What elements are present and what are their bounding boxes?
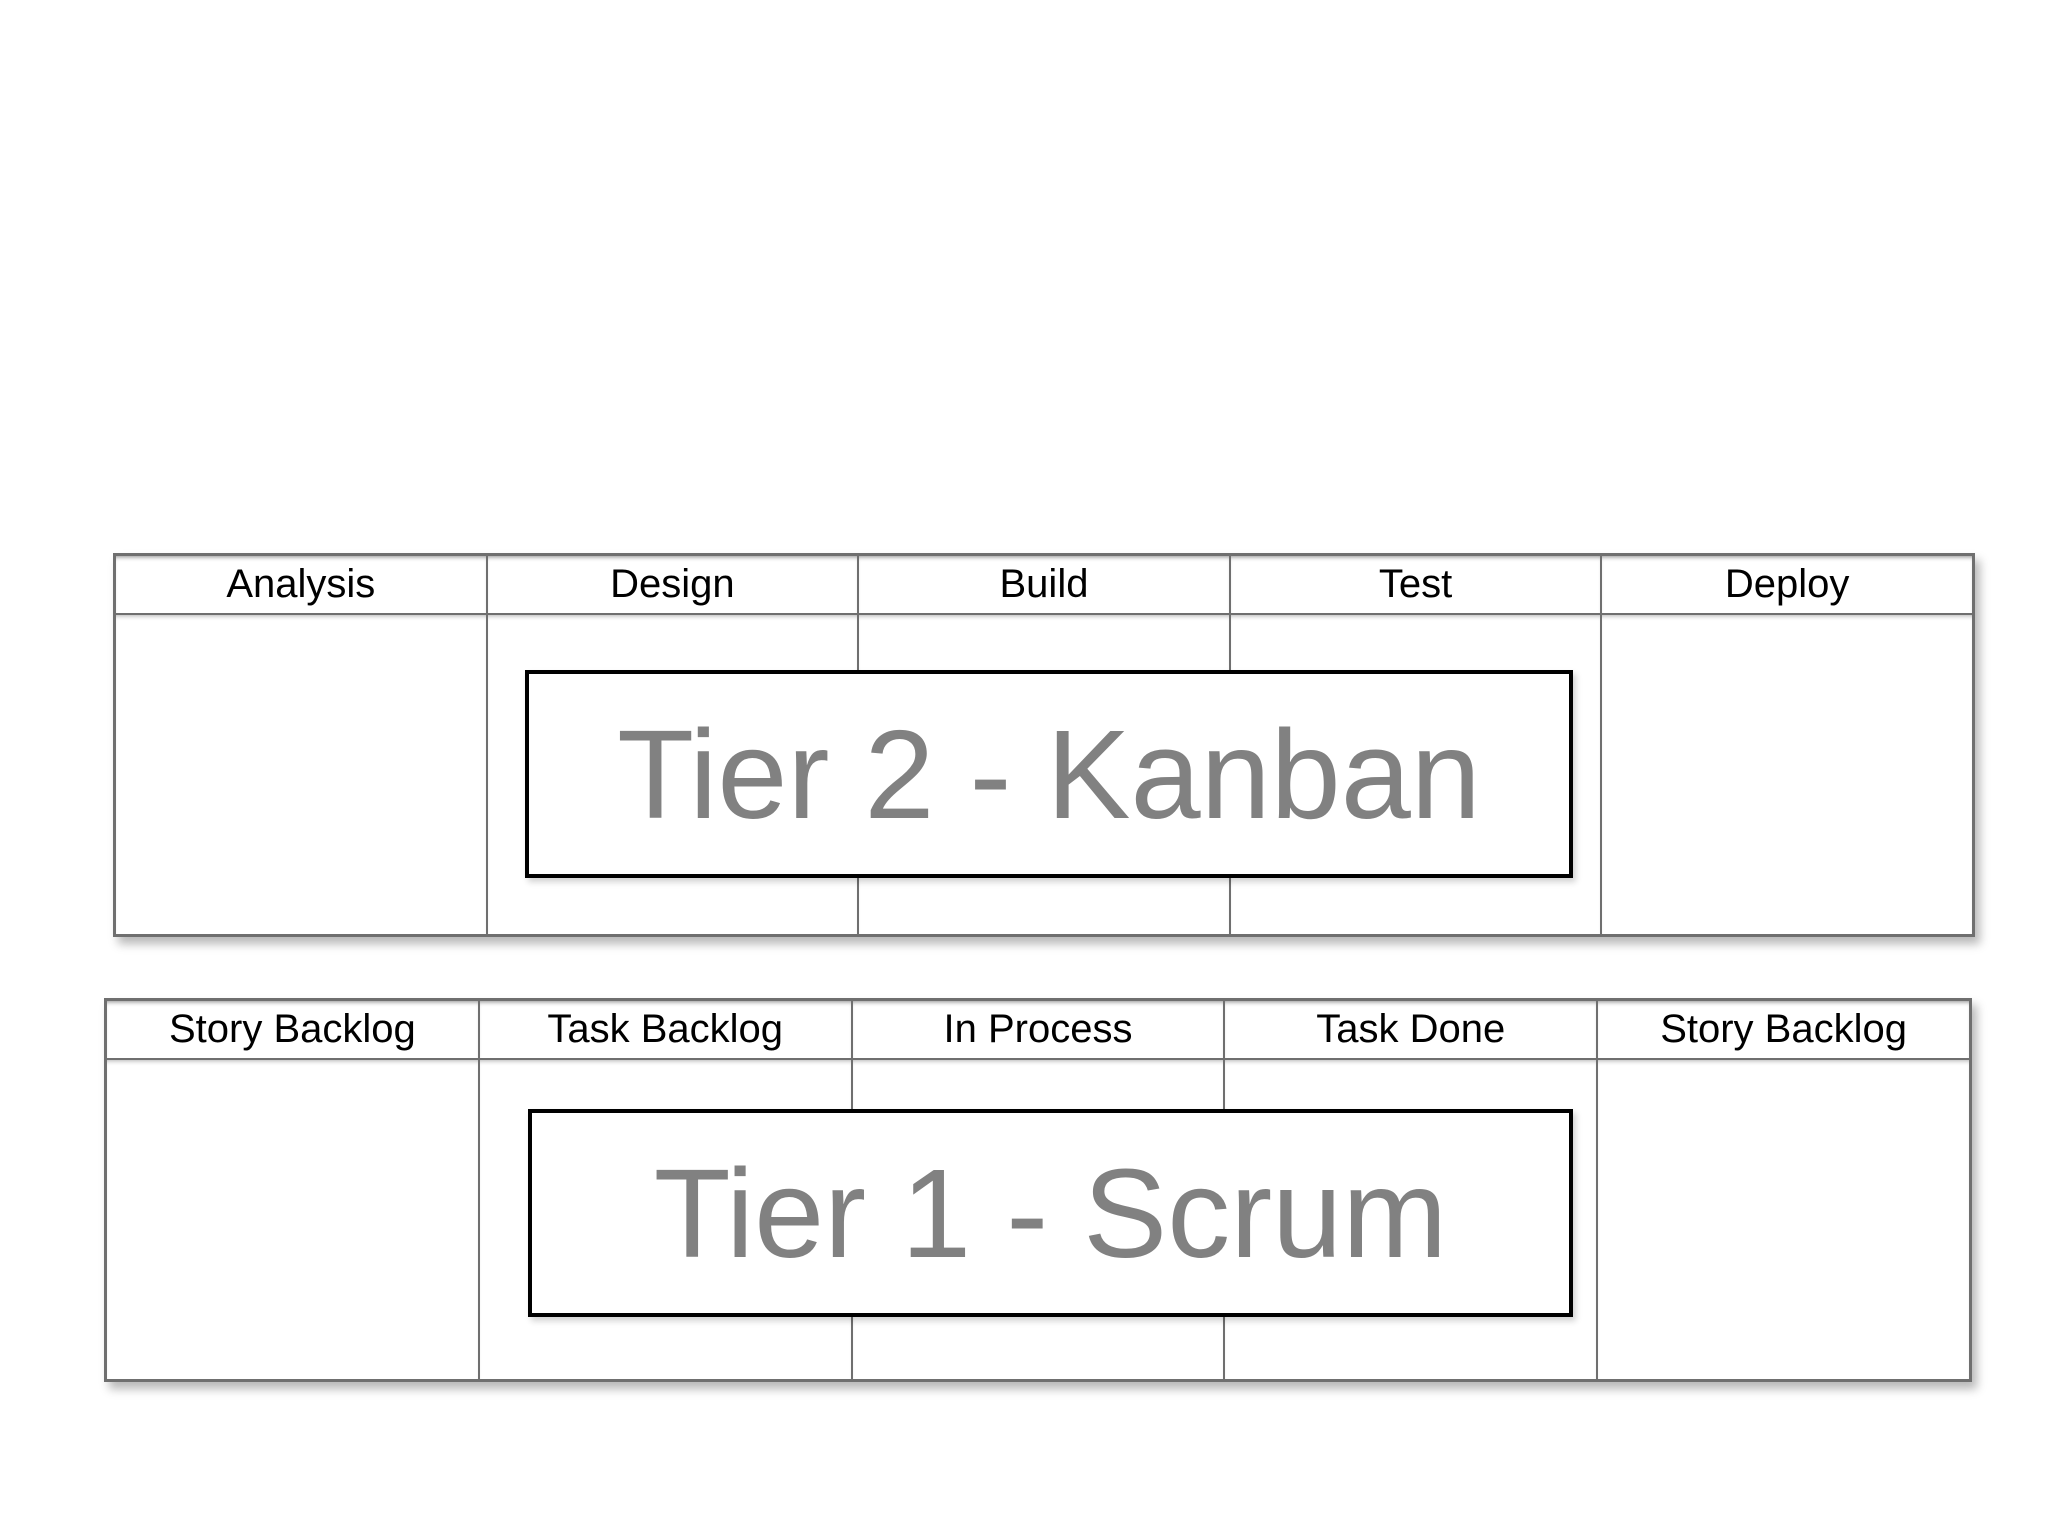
kanban-column-header-analysis: Analysis: [116, 556, 486, 615]
kanban-column-header-design: Design: [487, 556, 858, 615]
scrum-column-header-in-process: In Process: [852, 1001, 1224, 1060]
scrum-column-body-story-backlog-right: [1598, 1060, 1969, 1379]
kanban-column-header-test: Test: [1230, 556, 1601, 615]
scrum-column-header-story-backlog-right: Story Backlog: [1598, 1001, 1969, 1060]
kanban-column-header-build: Build: [859, 556, 1229, 615]
tier1-scrum-overlay-label: Tier 1 - Scrum: [528, 1109, 1573, 1317]
scrum-column-header-task-done: Task Done: [1225, 1001, 1597, 1060]
scrum-column-header-story-backlog-left: Story Backlog: [107, 1001, 478, 1060]
kanban-column-body-analysis: [116, 615, 486, 934]
kanban-board: Analysis Design Build Test Deploy: [113, 553, 1975, 937]
scrum-column-header-task-backlog: Task Backlog: [479, 1001, 851, 1060]
kanban-column-header-deploy: Deploy: [1602, 556, 1972, 615]
tier2-kanban-overlay-text: Tier 2 - Kanban: [617, 703, 1481, 845]
tier1-scrum-overlay-text: Tier 1 - Scrum: [653, 1142, 1448, 1284]
kanban-column-body-deploy: [1602, 615, 1972, 934]
kanban-column-analysis: Analysis: [116, 556, 488, 934]
kanban-column-test: Test: [1230, 556, 1603, 934]
scrum-column-story-backlog-left: Story Backlog: [107, 1001, 480, 1379]
scrum-column-body-story-backlog-left: [107, 1060, 478, 1379]
scrum-column-story-backlog-right: Story Backlog: [1598, 1001, 1969, 1379]
tier2-kanban-overlay-label: Tier 2 - Kanban: [525, 670, 1573, 878]
kanban-column-deploy: Deploy: [1602, 556, 1972, 934]
